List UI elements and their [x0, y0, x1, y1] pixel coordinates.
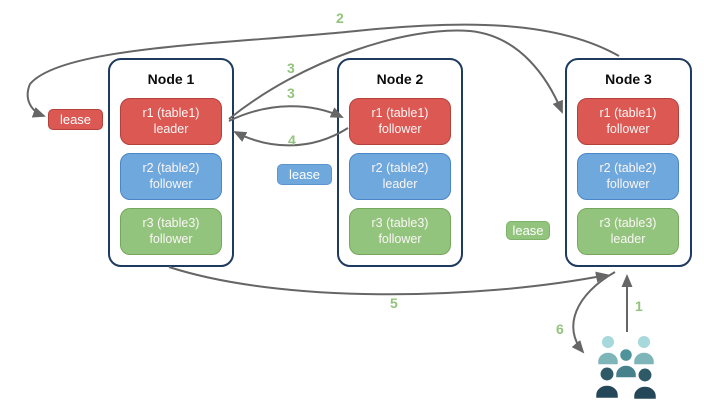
replica-range: r1 (table1): [371, 105, 429, 120]
replica-role: leader: [382, 176, 418, 191]
node-3-title: Node 3: [605, 71, 652, 87]
replica-range: r3 (table3): [142, 215, 200, 230]
step-label-2: 2: [336, 10, 344, 26]
node-3-replica-r2: r2 (table2) follower: [577, 153, 679, 200]
replica-role: follower: [378, 121, 422, 136]
replica-role: follower: [149, 176, 193, 191]
node-1-title: Node 1: [147, 71, 195, 87]
node-3-replica-r3: r3 (table3) leader: [577, 208, 679, 255]
replica-role: leader: [153, 121, 189, 136]
users-group-icon: [594, 334, 658, 401]
arrow-step-5: [168, 266, 609, 296]
arrow-step-4: [233, 127, 349, 147]
replica-role: leader: [610, 231, 646, 246]
step-label-3a: 3: [287, 60, 295, 76]
lease-label: lease: [288, 167, 321, 182]
lease-label: lease: [512, 223, 544, 238]
replica-range: r3 (table3): [371, 215, 429, 230]
replica-range: r1 (table1): [599, 105, 657, 120]
node-2-title: Node 2: [376, 71, 424, 87]
replica-role: follower: [149, 231, 193, 246]
arrow-step-3-to-node2: [228, 105, 344, 122]
node-3-replica-r1: r1 (table1) follower: [577, 98, 679, 145]
lease-tag-r2: lease: [277, 164, 332, 185]
step-label-3b: 3: [287, 85, 295, 101]
node-1-replica-r3: r3 (table3) follower: [120, 208, 222, 255]
node-1-replica-r2: r2 (table2) follower: [120, 153, 222, 200]
node-2-replica-r2: r2 (table2) leader: [349, 153, 451, 200]
lease-tag-r3: lease: [506, 221, 550, 240]
replica-range: r1 (table1): [142, 105, 200, 120]
replica-role: follower: [378, 231, 422, 246]
lease-label: lease: [59, 112, 92, 127]
step-label-4: 4: [288, 132, 296, 148]
node-1: Node 1 r1 (table1) leader r2 (table2) fo…: [108, 58, 234, 267]
step-label-6: 6: [556, 321, 564, 337]
replica-role: follower: [606, 121, 650, 136]
replica-range: r2 (table2): [371, 160, 429, 175]
node-2-replica-r3: r3 (table3) follower: [349, 208, 451, 255]
step-label-5: 5: [390, 295, 398, 311]
node-2-replica-r1: r1 (table1) follower: [349, 98, 451, 145]
replica-range: r3 (table3): [599, 215, 657, 230]
arrow-step-6: [571, 271, 616, 354]
node-1-replica-r1: r1 (table1) leader: [120, 98, 222, 145]
replica-range: r2 (table2): [599, 160, 657, 175]
lease-tag-r1: lease: [48, 109, 103, 130]
node-2: Node 2 r1 (table1) follower r2 (table2) …: [337, 58, 463, 267]
node-3: Node 3 r1 (table1) follower r2 (table2) …: [565, 58, 692, 267]
replica-range: r2 (table2): [142, 160, 200, 175]
step-label-1: 1: [635, 298, 643, 314]
replica-role: follower: [606, 176, 650, 191]
